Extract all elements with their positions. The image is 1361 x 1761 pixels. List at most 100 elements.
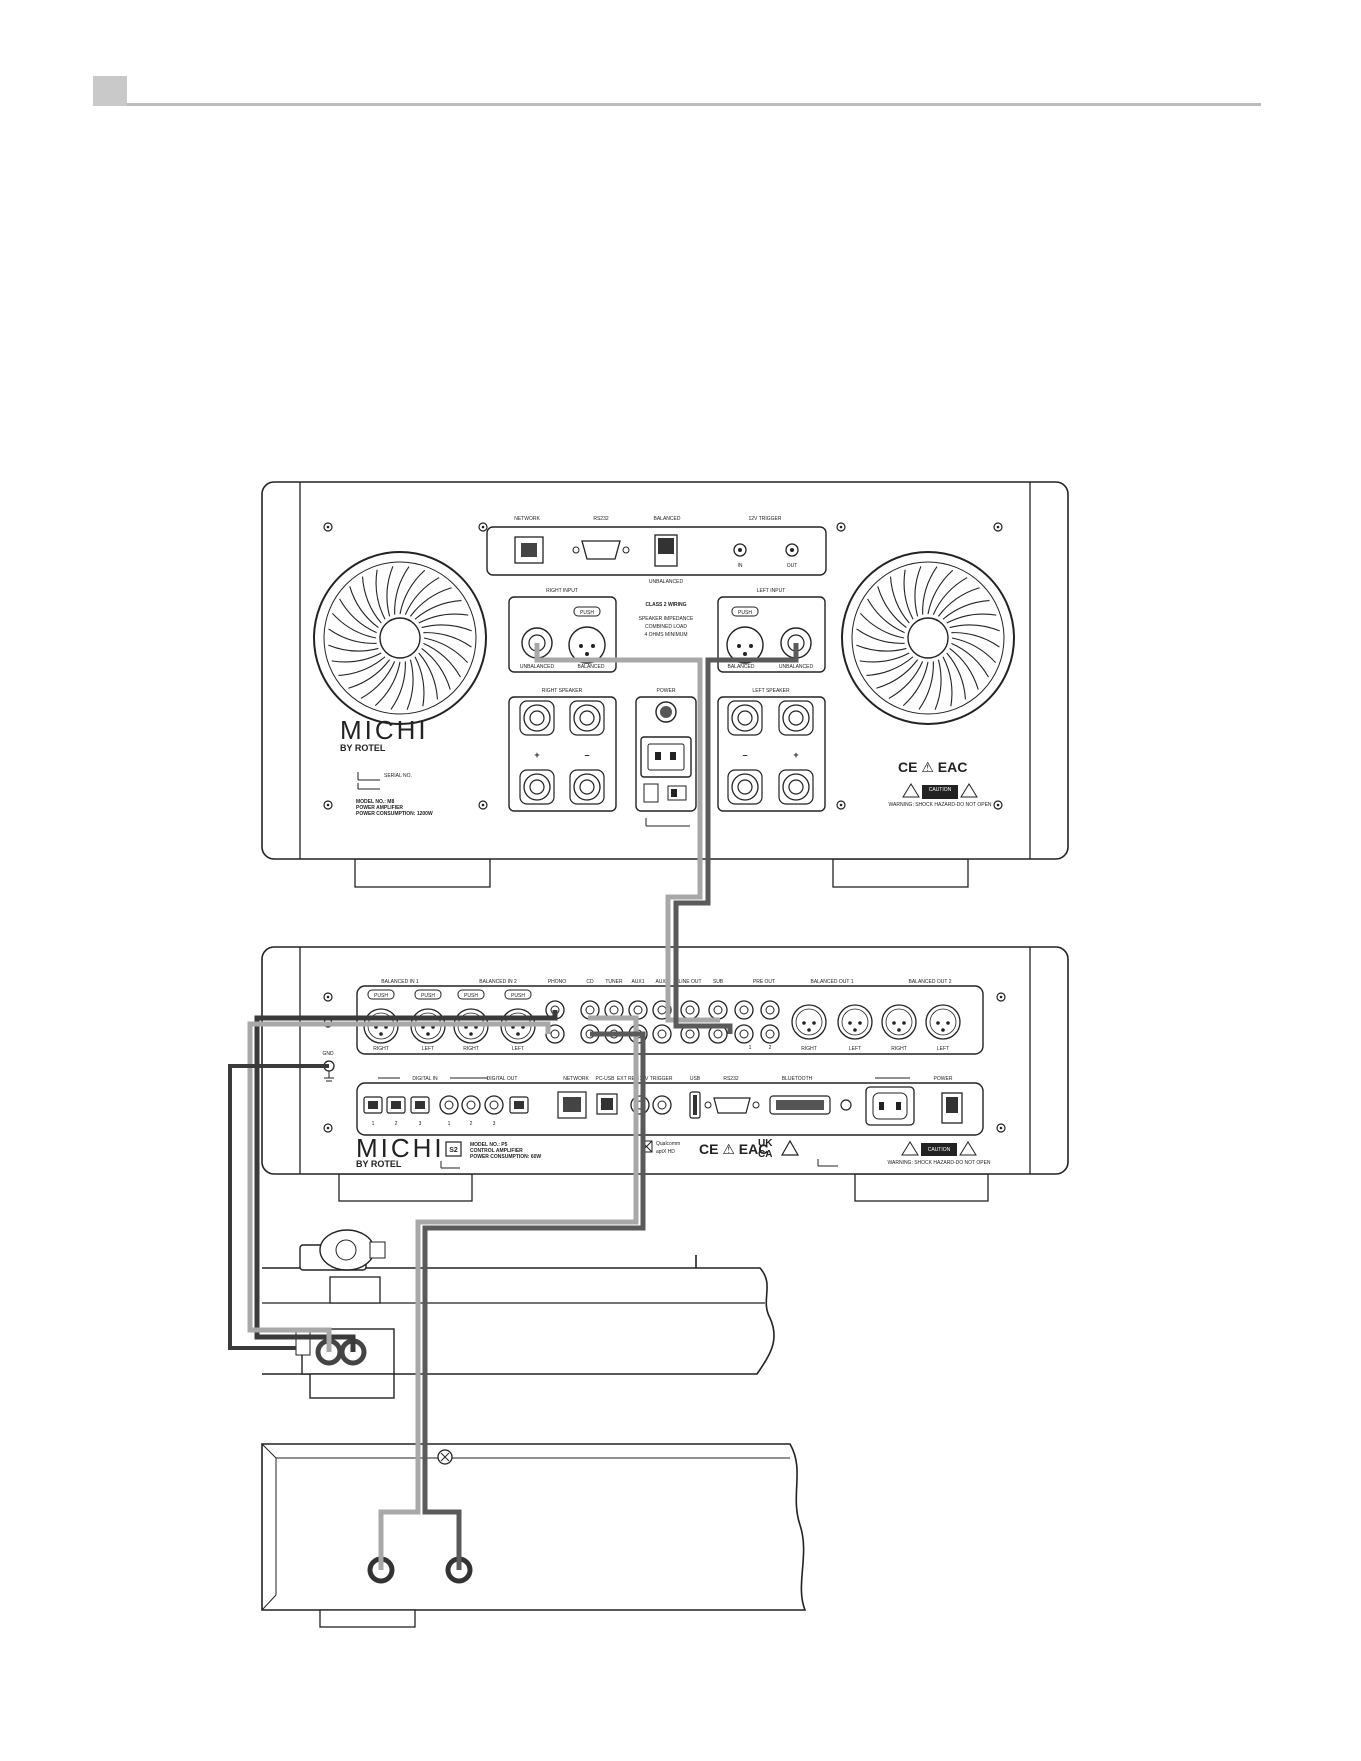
- left-plus-sign: +: [793, 750, 798, 760]
- screw-center: [996, 525, 1000, 529]
- balanced-label: BALANCED: [654, 516, 681, 522]
- bluetooth-antenna-core: [776, 1100, 824, 1110]
- rca-center: [713, 1005, 723, 1015]
- fan-blade: [409, 587, 452, 617]
- fan-blade: [951, 642, 989, 678]
- preamp-top-label: AUX2: [655, 979, 668, 985]
- network-port: [557, 1091, 587, 1119]
- usb-core: [693, 1095, 697, 1115]
- ac-power-inlet[interactable]: [640, 736, 692, 778]
- preamp-screws: [323, 992, 1006, 1133]
- screw-center: [839, 525, 843, 529]
- class2-wiring-label: CLASS 2 WIRING: [645, 602, 686, 608]
- xlr-pin: [426, 1032, 430, 1036]
- fan-blade: [949, 647, 979, 690]
- fan-blade: [949, 624, 1000, 632]
- fan-blade: [423, 637, 469, 664]
- fan-blade: [942, 656, 953, 707]
- power-button[interactable]: [655, 701, 677, 723]
- power-amp-model-line-3: POWER CONSUMPTION: 1200W: [356, 811, 433, 817]
- binding-post-center: [529, 779, 545, 795]
- binding-post-center: [788, 779, 804, 795]
- digital-port-number: 2: [395, 1121, 398, 1127]
- cable-phono-left: [254, 1010, 558, 1352]
- rca-center: [739, 1029, 749, 1039]
- preamp-model-line-1: MODEL NO.: P5: [470, 1142, 508, 1148]
- fan-blade: [922, 566, 938, 615]
- fan-blade: [374, 661, 401, 707]
- digital-port-number: 1: [448, 1121, 451, 1127]
- left-speaker-terminals[interactable]: [727, 700, 814, 805]
- power-amp-model-line-1: MODEL NO.: M8: [356, 799, 394, 805]
- network-label: NETWORK: [514, 516, 540, 522]
- balanced-unbalanced-switch[interactable]: [654, 534, 678, 567]
- right-input-label: RIGHT INPUT: [546, 588, 578, 594]
- preamp-top-label: BALANCED IN 1: [381, 979, 419, 985]
- qualcomm-line-2: aptX HD: [656, 1149, 675, 1155]
- digital-panel-label: EXT REM: [617, 1076, 639, 1082]
- left-balanced-xlr-input[interactable]: [726, 606, 764, 664]
- bluetooth-screw: [840, 1099, 852, 1111]
- pc-usb-core: [601, 1098, 613, 1110]
- fan-blade: [932, 577, 968, 615]
- xlr-jack: [925, 1004, 961, 1040]
- fan-blade: [394, 566, 410, 615]
- turntable-rear: [262, 1229, 775, 1399]
- chassis-screws: [323, 522, 1003, 810]
- screw-center: [999, 1126, 1003, 1130]
- fan-blade: [942, 599, 990, 620]
- preamp-foot-right: [854, 1173, 989, 1202]
- preamp-top-label: AUX1: [631, 979, 644, 985]
- xlr-output-bottom-label: RIGHT: [801, 1046, 817, 1052]
- right-balanced-xlr-input[interactable]: [568, 606, 606, 664]
- right-minus-sign: –: [584, 750, 589, 760]
- rca-center: [489, 1100, 499, 1110]
- preamp-foot-left: [338, 1173, 473, 1202]
- xlr-input-bottom-label: RIGHT: [463, 1046, 479, 1052]
- digital-panel-label: PC-USB: [596, 1076, 616, 1082]
- pre-out-number-1: 1: [749, 1045, 752, 1051]
- binding-post-center: [788, 710, 804, 726]
- qualcomm-line-1: Qualcomm: [656, 1141, 680, 1147]
- fan-blade: [349, 586, 379, 629]
- preamp-top-label: CD: [586, 979, 594, 985]
- fan-blade: [423, 632, 472, 648]
- power-amp-cert-marks: CE ⚠ EAC: [898, 759, 967, 775]
- digital-panel-label: DIGITAL OUT: [487, 1076, 518, 1082]
- trigger-label: 12V TRIGGER: [749, 516, 782, 522]
- trigger-in-jack[interactable]: [733, 543, 747, 557]
- cable-cd-right: [378, 1015, 639, 1570]
- right-unbalanced-label: UNBALANCED: [520, 664, 555, 670]
- binding-post-center: [529, 710, 545, 726]
- fan-blade: [361, 576, 382, 624]
- mains-switch[interactable]: [643, 783, 687, 803]
- network-port[interactable]: [514, 536, 544, 564]
- right-speaker-terminals[interactable]: [519, 700, 605, 805]
- power-amp-caution-title: CAUTION: [929, 787, 952, 793]
- trigger-out-jack[interactable]: [785, 543, 799, 557]
- xlr-pin: [902, 1021, 906, 1025]
- left-input-label: LEFT INPUT: [757, 588, 786, 594]
- fan-blade: [386, 566, 394, 617]
- ukca-line-2: CA: [758, 1149, 772, 1160]
- fan-blade: [418, 652, 439, 700]
- rs232-port: [713, 1097, 751, 1114]
- cd-player-rear: [261, 1443, 807, 1628]
- xlr-pin: [897, 1028, 901, 1032]
- rs232-port[interactable]: [572, 540, 630, 560]
- xlr-input-bottom-label: LEFT: [512, 1046, 524, 1052]
- rca-center: [685, 1029, 695, 1039]
- fan-blade: [390, 661, 406, 710]
- fan-blade: [877, 586, 907, 629]
- rca-center: [739, 1005, 749, 1015]
- fan-blade: [946, 652, 967, 700]
- power-label: POWER: [657, 688, 676, 694]
- cable-phono-right: [247, 1021, 551, 1352]
- fan-blade: [406, 659, 414, 710]
- pre-out-number-2: 2: [769, 1045, 772, 1051]
- fan-blade: [951, 637, 997, 664]
- cd-player-foot: [319, 1609, 416, 1628]
- fan-blade: [339, 598, 377, 634]
